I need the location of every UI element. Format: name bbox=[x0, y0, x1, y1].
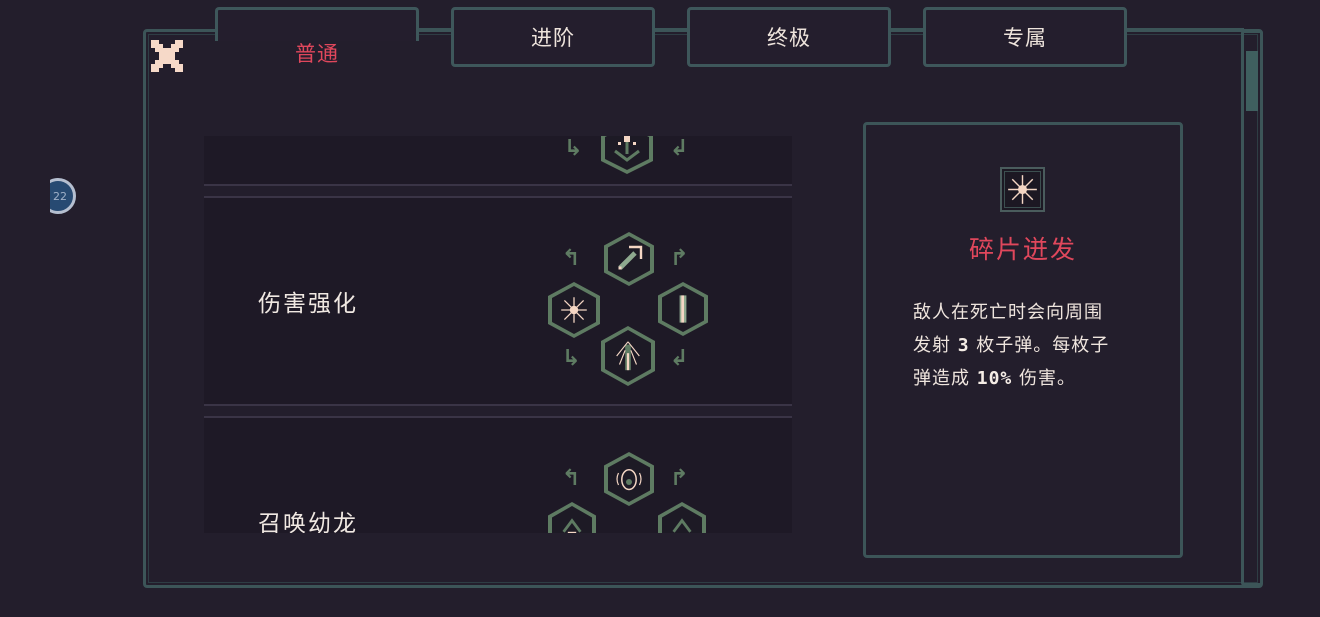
tab-connector bbox=[654, 28, 690, 31]
desc-line-3: 弹造成 10% 伤害。 bbox=[913, 362, 1143, 395]
level-badge[interactable]: 22 bbox=[50, 178, 78, 216]
shard-burst-icon[interactable] bbox=[548, 282, 600, 338]
tab-connector bbox=[890, 28, 926, 31]
dragon-swirl-icon[interactable] bbox=[658, 502, 706, 533]
shield-chevron-icon[interactable] bbox=[601, 136, 653, 174]
skill-group-card[interactable]: 召唤幼龙 ↰ ↱ bbox=[204, 416, 792, 533]
arrow-icon: ↳ bbox=[562, 346, 581, 371]
insect-icon[interactable] bbox=[601, 326, 655, 386]
desc-text: 枚子弹。每枚子 bbox=[969, 335, 1110, 356]
desc-line-2: 发射 3 枚子弹。每枚子 bbox=[913, 329, 1143, 362]
tab-ultimate-label: 终极 bbox=[767, 26, 811, 50]
arrow-icon: ↰ bbox=[562, 246, 581, 271]
desc-text: 伤害。 bbox=[1012, 368, 1076, 389]
detail-skill-title: 碎片迸发 bbox=[968, 235, 1077, 264]
tab-ultimate[interactable]: 终极 bbox=[687, 7, 891, 67]
arrow-icon: ↱ bbox=[670, 246, 689, 271]
tab-advanced-label: 进阶 bbox=[531, 26, 575, 50]
desc-bullet-count: 3 bbox=[957, 335, 970, 356]
tab-exclusive-label: 专属 bbox=[1003, 26, 1047, 50]
arrow-icon: ↱ bbox=[670, 466, 689, 491]
detail-skill-icon-frame bbox=[1000, 167, 1045, 212]
detail-skill-description: 敌人在死亡时会向周围 发射 3 枚子弹。每枚子 弹造成 10% 伤害。 bbox=[913, 296, 1143, 395]
dragon-egg-icon[interactable] bbox=[604, 452, 654, 506]
tab-normal[interactable]: 普通 bbox=[215, 7, 419, 66]
scrollbar-track[interactable] bbox=[1241, 30, 1263, 586]
bullet-icon[interactable] bbox=[658, 282, 708, 336]
tab-connector bbox=[418, 28, 454, 31]
desc-line-1: 敌人在死亡时会向周围 bbox=[913, 302, 1103, 323]
arrow-icon: ↲ bbox=[670, 136, 689, 161]
arrow-icon: ↳ bbox=[564, 136, 583, 161]
tab-normal-label: 普通 bbox=[295, 42, 339, 66]
dragon-skull-icon[interactable] bbox=[548, 502, 596, 533]
close-button[interactable] bbox=[151, 40, 183, 72]
close-icon bbox=[151, 40, 183, 72]
skill-group-label: 召唤幼龙 bbox=[258, 511, 358, 533]
shard-burst-icon bbox=[1008, 175, 1037, 204]
skill-group-label: 伤害强化 bbox=[258, 291, 358, 317]
skill-list[interactable]: ↳ ↲ 伤害强化 ↰ ↱ ↳ ↲ 召唤幼龙 ↰ ↱ bbox=[204, 136, 792, 533]
tab-connector bbox=[1126, 28, 1244, 31]
desc-damage-percent: 10% bbox=[976, 368, 1013, 389]
level-badge-value: 22 bbox=[50, 178, 76, 214]
dagger-icon[interactable] bbox=[604, 232, 654, 286]
desc-text: 发射 bbox=[913, 335, 958, 356]
desc-text: 弹造成 bbox=[913, 368, 977, 389]
skill-group-card[interactable]: 伤害强化 ↰ ↱ ↳ ↲ bbox=[204, 196, 792, 406]
scrollbar-thumb[interactable] bbox=[1246, 51, 1258, 111]
tab-advanced[interactable]: 进阶 bbox=[451, 7, 655, 67]
tab-exclusive[interactable]: 专属 bbox=[923, 7, 1127, 67]
arrow-icon: ↲ bbox=[670, 346, 689, 371]
arrow-icon: ↰ bbox=[562, 466, 581, 491]
skill-group-card[interactable]: ↳ ↲ bbox=[204, 136, 792, 186]
